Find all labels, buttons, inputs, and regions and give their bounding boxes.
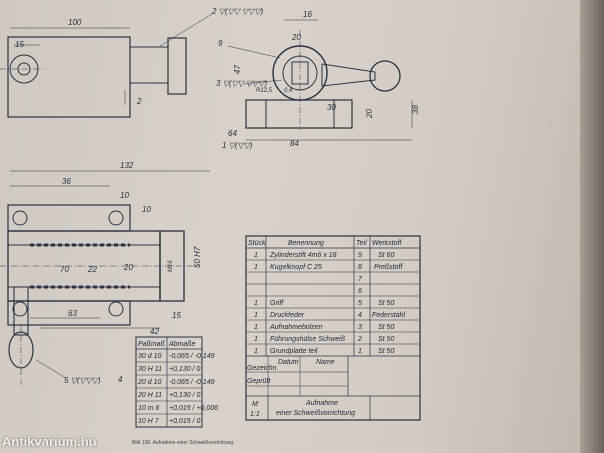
- parts-row-qty: 1: [254, 348, 258, 355]
- fits-row-deviation: +0,015 / +0,006: [169, 405, 218, 412]
- scale-label: M: [252, 401, 258, 408]
- callout-4: 4: [118, 375, 123, 384]
- dim-42: 42: [150, 327, 159, 336]
- watermark: Antikvárium.hu: [2, 434, 97, 449]
- dim-r12: R12,5: [256, 88, 273, 94]
- top-view: 100 15 2 2 ▽(▽▽ ▽▽▽): [0, 7, 263, 118]
- fits-header-size: Paßmaß: [138, 341, 165, 348]
- callout-2: 2 ▽(▽▽ ▽▽▽): [211, 7, 263, 16]
- fits-row-size: 20 d 10: [137, 379, 161, 386]
- fits-row-deviation: -0,065 / -0,149: [169, 353, 215, 360]
- dim-47: 47: [233, 65, 242, 74]
- fits-row-deviation: -0,065 / -0,149: [169, 379, 215, 386]
- dim-64: 64: [228, 129, 237, 138]
- parts-row-material: St 50: [378, 324, 394, 331]
- fits-row-deviation: +0,130 / 0: [169, 366, 200, 373]
- front-view: 132 36 10 10 50 H7 20 22 70 M16 63 42 15…: [0, 161, 210, 385]
- parts-row-part: 1: [358, 348, 362, 355]
- parts-table: Stück Benennung Teil Werkstoff 1 Zylinde…: [245, 235, 421, 421]
- parts-header-material: Werkstoff: [372, 240, 402, 247]
- parts-row-name: Druckfeder: [270, 312, 305, 319]
- dim-36: 36: [62, 177, 71, 186]
- parts-row-name: Griff: [270, 300, 284, 307]
- callout-5: 5 ▽(▽▽▽): [64, 376, 101, 385]
- dim-20c: 20: [123, 263, 133, 272]
- parts-row-material: St 50: [378, 300, 394, 307]
- parts-row-part: 2: [357, 336, 362, 343]
- dim-20b: 20: [365, 109, 374, 119]
- dim-16: 16: [303, 10, 312, 19]
- parts-row-part: 3: [358, 324, 362, 331]
- dim-22: 22: [87, 265, 97, 274]
- dim-30: 30: [327, 103, 336, 112]
- callout-3: 3 ▽(▽▽ ▽▽▽): [216, 79, 267, 88]
- dim-132: 132: [120, 161, 134, 170]
- figure-caption: Bild 138. Aufnahme einer Schweißvorricht…: [132, 440, 234, 446]
- fits-row-size: 30 d 10: [138, 353, 161, 360]
- dim-m16: M16: [168, 260, 174, 272]
- parts-row-part: 6: [358, 288, 362, 295]
- parts-row-qty: 1: [254, 324, 258, 331]
- fits-row-size: 10 H 7: [138, 418, 160, 425]
- parts-header-name: Benennung: [288, 240, 324, 247]
- fits-row-size: 30 H 11: [138, 366, 162, 373]
- side-view: 16 20 9 3 ▽(▽▽ ▽▽▽) 47 R12,5 0,4 30 20 3…: [216, 10, 420, 150]
- fits-header-deviation: Abmaße: [168, 341, 196, 348]
- parts-row-material: St 60: [378, 252, 394, 259]
- book-gutter: [580, 0, 604, 453]
- dim-2: 2: [136, 97, 142, 106]
- drawing-title-line1: Aufnahme: [305, 400, 338, 407]
- meta-checked-label: Geprüft: [247, 378, 271, 385]
- dim-100: 100: [68, 18, 82, 27]
- dim-04: 0,4: [284, 88, 293, 94]
- fits-table: Paßmaß Abmaße 30 d 10 -0,065 / -0,149 30…: [135, 336, 218, 428]
- parts-row-name: Aufnahmebolzen: [269, 324, 323, 331]
- parts-row-material: St 50: [378, 348, 394, 355]
- fits-row-size: 20 H 11: [137, 392, 162, 399]
- meta-drawn-label: Gezeichn.: [247, 365, 279, 372]
- parts-header-qty: Stück: [248, 240, 266, 247]
- meta-name-label: Name: [316, 359, 335, 366]
- scale-value: 1:1: [250, 411, 260, 418]
- dim-84: 84: [290, 139, 299, 148]
- dim-38: 38: [411, 105, 420, 114]
- parts-row-name: Grundplatte teil: [270, 348, 318, 355]
- parts-header-part: Teil: [356, 240, 367, 247]
- dim-20: 20: [291, 33, 301, 42]
- parts-row-qty: 1: [254, 336, 258, 343]
- parts-row-name: Führungshülse Schweiß: [270, 336, 345, 343]
- parts-row-material: Preßstoff: [374, 264, 403, 271]
- parts-row-qty: 1: [254, 300, 258, 307]
- meta-date-label: Datum: [278, 359, 299, 366]
- parts-row-name: Zylinderstift 4m6 x 18: [269, 252, 337, 259]
- dim-50h7: 50 H7: [193, 246, 202, 268]
- fits-row-deviation: +0,130 / 0: [169, 392, 200, 399]
- parts-row-material: St 50: [378, 336, 394, 343]
- parts-row-name: Kugelknopf C 25: [270, 264, 322, 271]
- dim-10b: 10: [142, 205, 151, 214]
- dim-70: 70: [60, 265, 69, 274]
- parts-row-qty: 1: [254, 252, 258, 259]
- parts-row-part: 7: [358, 276, 363, 283]
- parts-row-qty: 1: [254, 312, 258, 319]
- dim-15: 15: [15, 40, 24, 49]
- parts-row-qty: 1: [254, 264, 258, 271]
- parts-row-part: 4: [358, 312, 362, 319]
- parts-row-part: 8: [358, 264, 362, 271]
- fits-row-deviation: +0,015 / 0: [169, 418, 200, 425]
- dim-63: 63: [68, 309, 77, 318]
- drawing-title-line2: einer Schweißvorrichtung: [276, 410, 355, 417]
- dim-15b: 15: [172, 311, 181, 320]
- parts-row-part: 5: [358, 300, 362, 307]
- fits-row-size: 10 m 6: [138, 405, 160, 412]
- dim-10a: 10: [120, 191, 129, 200]
- callout-9: 9: [218, 39, 223, 48]
- callout-1: 1 ▽(▽▽): [222, 141, 253, 150]
- parts-row-part: 9: [358, 252, 362, 259]
- parts-row-material: Federstahl: [372, 312, 406, 319]
